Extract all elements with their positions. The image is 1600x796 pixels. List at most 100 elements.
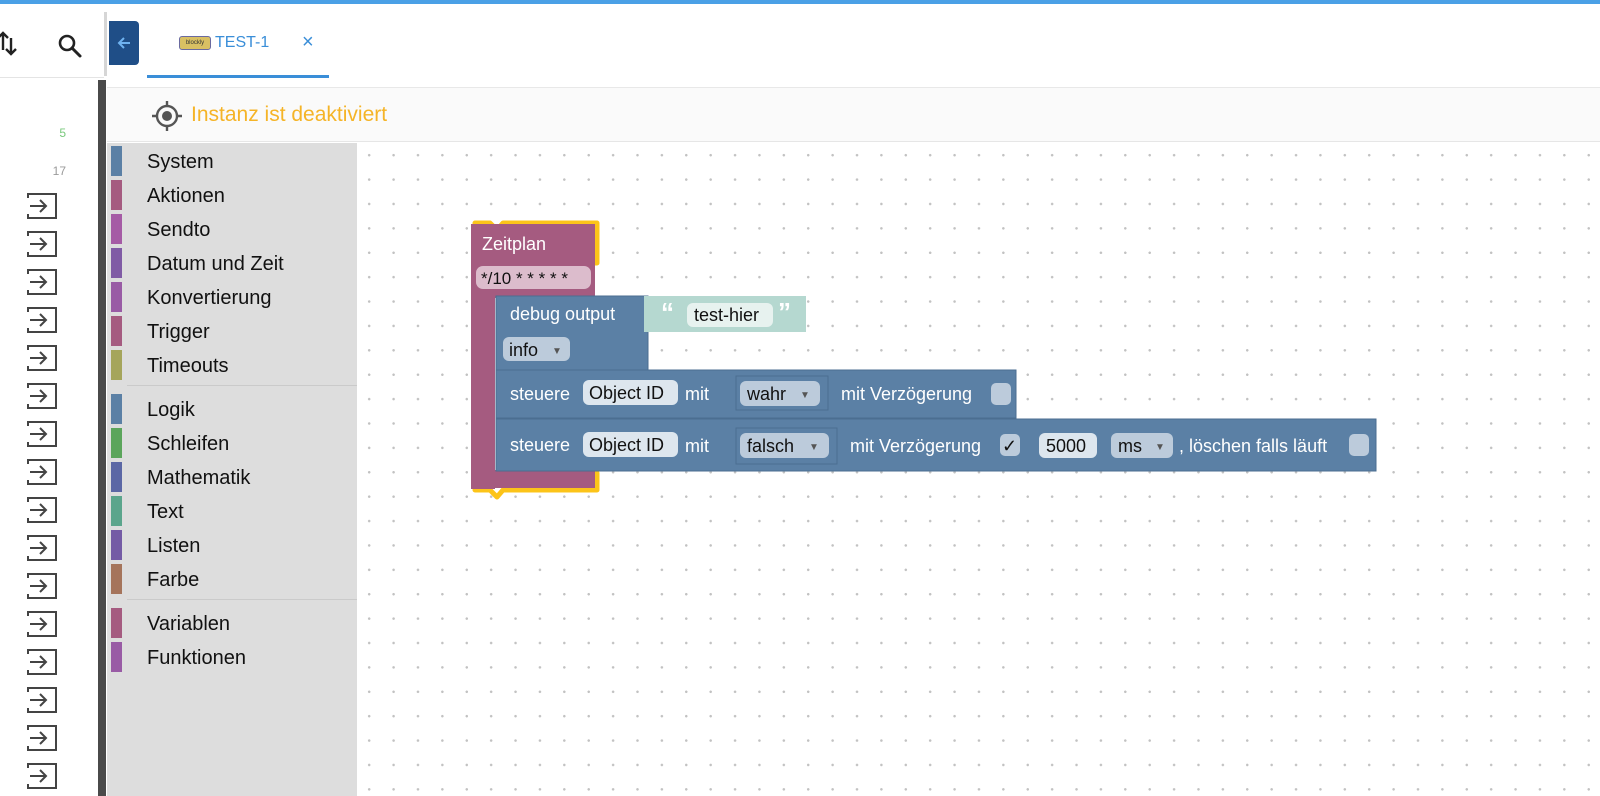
- tab-title: TEST-1: [215, 34, 270, 51]
- control-2-object-field-bg: [583, 432, 678, 457]
- script-entry-icon[interactable]: [26, 496, 58, 524]
- control-1-delay-checkbox[interactable]: [991, 383, 1011, 405]
- category-label: Trigger: [147, 321, 210, 343]
- category-label: System: [147, 151, 214, 173]
- search-icon[interactable]: [56, 32, 84, 60]
- script-count-total: 17: [52, 164, 66, 178]
- script-entry-icon[interactable]: [26, 382, 58, 410]
- instance-status-bar: Instanz ist deaktiviert: [107, 88, 1600, 142]
- script-entry-icon[interactable]: [26, 230, 58, 258]
- category-label: Timeouts: [147, 355, 229, 377]
- category-color-swatch: [111, 316, 122, 346]
- category-color-swatch: [111, 428, 122, 458]
- control-1-value-dropdown[interactable]: [740, 381, 820, 406]
- control-2-unit-dropdown[interactable]: [1111, 433, 1173, 458]
- script-entry-icon[interactable]: [26, 724, 58, 752]
- script-entry-icon[interactable]: [26, 762, 58, 790]
- category-color-swatch: [111, 496, 122, 526]
- control-2-delay-value[interactable]: 5000: [1046, 436, 1086, 456]
- workspace-canvas: Zeitplan */10 * * * * * debug output “ t…: [471, 220, 1377, 500]
- category-color-swatch: [111, 642, 122, 672]
- category-label: Schleifen: [147, 433, 230, 455]
- control-2-delay-checkbox[interactable]: [1000, 434, 1020, 456]
- category-color-swatch: [111, 608, 122, 638]
- blockly-workspace[interactable]: Zeitplan */10 * * * * * debug output “ t…: [357, 143, 1600, 796]
- debug-level-dropdown[interactable]: [503, 337, 570, 361]
- control-2-value-dropdown[interactable]: [740, 433, 829, 458]
- control-1-value: wahr: [746, 384, 786, 404]
- script-entry-icon[interactable]: [26, 344, 58, 372]
- debug-text-field-bg: [687, 303, 773, 327]
- control-1-object-field-bg: [583, 380, 678, 405]
- script-list-panel: 5 17: [0, 4, 104, 796]
- control-2-delay-check-icon: ✓: [1002, 436, 1017, 456]
- chevron-down-icon: ▼: [809, 442, 819, 453]
- toolbox-category-text[interactable]: Text: [107, 496, 357, 526]
- debug-text-field[interactable]: test-hier: [694, 305, 759, 325]
- cron-field[interactable]: */10 * * * * *: [481, 269, 568, 288]
- open-quote-icon: “: [661, 297, 674, 327]
- script-entry-icon[interactable]: [26, 686, 58, 714]
- category-label: Aktionen: [147, 185, 225, 207]
- debug-block[interactable]: [495, 295, 649, 372]
- script-entry-icon[interactable]: [26, 572, 58, 600]
- control-block-2[interactable]: [495, 418, 1377, 472]
- script-count-active: 5: [59, 126, 66, 140]
- panel-divider: [104, 12, 107, 76]
- tab-test-1[interactable]: blockly TEST-1 ×: [147, 4, 329, 78]
- script-list-header: [0, 4, 104, 78]
- control-2-object-field[interactable]: Object ID: [589, 435, 664, 455]
- script-entry-icon[interactable]: [26, 420, 58, 448]
- script-entry-icon[interactable]: [26, 306, 58, 334]
- toolbox-category-aktionen[interactable]: Aktionen: [107, 180, 357, 210]
- close-quote-icon: ”: [778, 297, 791, 327]
- category-label: Konvertierung: [147, 287, 272, 309]
- category-color-swatch: [111, 462, 122, 492]
- chevron-down-icon: ▼: [800, 390, 810, 401]
- control-1-object-field[interactable]: Object ID: [589, 383, 664, 403]
- toolbox-category-trigger[interactable]: Trigger: [107, 316, 357, 346]
- toolbox-category-logik[interactable]: Logik: [107, 394, 357, 424]
- script-entry-icon[interactable]: [26, 268, 58, 296]
- script-entry-icon[interactable]: [26, 648, 58, 676]
- script-entry-icon[interactable]: [26, 192, 58, 220]
- collapse-panel-button[interactable]: [109, 21, 139, 65]
- toolbox-category-datum-und-zeit[interactable]: Datum und Zeit: [107, 248, 357, 278]
- control-1-delay-label: mit Verzögerung: [841, 384, 972, 404]
- debug-level-value: info: [509, 340, 538, 360]
- crosshair-icon[interactable]: [151, 100, 183, 132]
- toolbox-category-timeouts[interactable]: Timeouts: [107, 350, 357, 380]
- category-color-swatch: [111, 530, 122, 560]
- script-entry-icon[interactable]: [26, 458, 58, 486]
- control-2-mit: mit: [685, 436, 709, 456]
- control-2-clear-label: , löschen falls läuft: [1179, 436, 1327, 456]
- script-entry-icon[interactable]: [26, 534, 58, 562]
- toolbox-category-funktionen[interactable]: Funktionen: [107, 642, 357, 672]
- cron-field-bg: [476, 266, 591, 289]
- category-label: Variablen: [147, 613, 231, 635]
- category-label: Mathematik: [147, 467, 251, 489]
- top-accent-line: [0, 0, 1600, 4]
- toolbox-category-konvertierung[interactable]: Konvertierung: [107, 282, 357, 312]
- control-2-clear-checkbox[interactable]: [1349, 434, 1369, 456]
- panel-scrollbar[interactable]: [98, 80, 106, 796]
- toolbox-separator: [127, 599, 357, 600]
- schedule-block-bottom: [471, 470, 595, 488]
- toolbox-category-sendto[interactable]: Sendto: [107, 214, 357, 244]
- script-entry-icon[interactable]: [26, 610, 58, 638]
- toolbox-category-variablen[interactable]: Variablen: [107, 608, 357, 638]
- tab-close-icon[interactable]: ×: [302, 31, 314, 53]
- category-label: Sendto: [147, 219, 211, 241]
- toolbox-category-mathematik[interactable]: Mathematik: [107, 462, 357, 492]
- toolbox-category-listen[interactable]: Listen: [107, 530, 357, 560]
- toolbox-category-schleifen[interactable]: Schleifen: [107, 428, 357, 458]
- toolbox-category-system[interactable]: System: [107, 146, 357, 176]
- control-2-label: steuere: [510, 435, 570, 455]
- toolbox-category-farbe[interactable]: Farbe: [107, 564, 357, 594]
- sort-icon[interactable]: [0, 30, 18, 60]
- category-color-swatch: [111, 564, 122, 594]
- category-color-swatch: [111, 180, 122, 210]
- category-color-swatch: [111, 394, 122, 424]
